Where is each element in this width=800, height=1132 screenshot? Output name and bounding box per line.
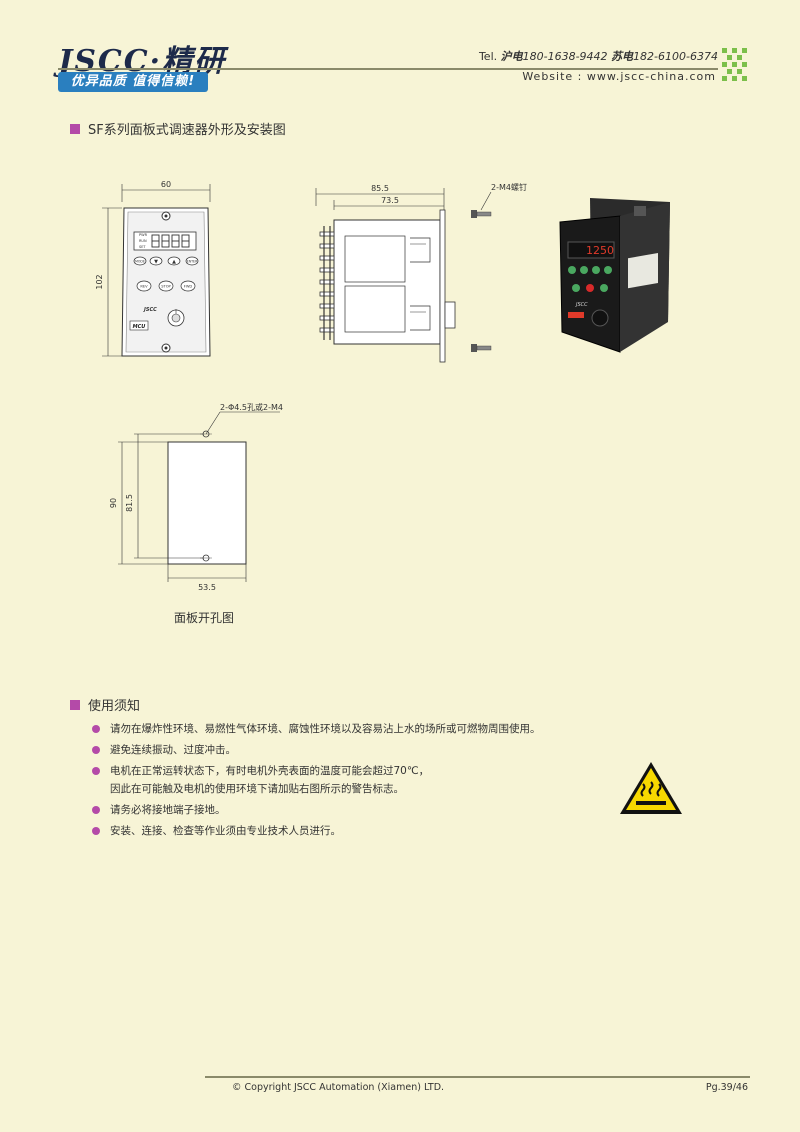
screw-drawing: 2-M4螺钉 (471, 182, 527, 352)
list-item: 避免连续振动、过度冲击。 (92, 741, 652, 759)
front-view-drawing: 60 102 PWR RUN SET MODE ▼ ▲ ENTER REV ST… (95, 180, 211, 357)
down-button-label: ▼ (154, 259, 158, 265)
bullet-icon (92, 725, 100, 733)
photo-display: 1250 (586, 244, 614, 257)
bullet-icon (92, 806, 100, 814)
list-item: 电机在正常运转状态下，有时电机外壳表面的温度可能会超过70℃， (92, 762, 652, 780)
front-brand: JSCC (143, 307, 157, 313)
fwd-button-label: FWD (184, 285, 193, 289)
side-outer-dim: 85.5 (371, 184, 389, 193)
up-button-label: ▲ (172, 259, 176, 265)
copyright: © Copyright JSCC Automation (Xiamen) LTD… (232, 1082, 445, 1093)
cutout-width-dim: 53.5 (198, 583, 216, 592)
section-outline-title: SF系列面板式调速器外形及安装图 (88, 123, 286, 138)
section-notes-title: 使用须知 (88, 699, 141, 714)
bullet-icon (92, 746, 100, 754)
tel-sh: 180-1638-9442 (522, 50, 608, 63)
section-square-icon (70, 699, 80, 710)
indicator-pwr: PWR (139, 233, 148, 237)
bullet-icon (92, 767, 100, 775)
section-notes-header: 使用须知 (70, 695, 140, 714)
slogan-banner: 优异品质 值得信赖! (58, 72, 208, 92)
front-height-dim: 102 (95, 274, 104, 289)
website-label: Website : (522, 70, 583, 83)
cutout-inner-height: 81.5 (125, 494, 134, 512)
section-square-icon (70, 123, 80, 134)
side-inner-dim: 73.5 (381, 196, 399, 205)
checker-decoration-icon (722, 48, 747, 81)
cutout-drawing: 2-Φ4.5孔或2-M4 90 81.5 53.5 (109, 402, 283, 592)
product-photo: 1250 JSCC (559, 198, 670, 353)
list-item-continuation: 因此在可能触及电机的使用环境下请加贴右图所示的警告标志。 (110, 783, 404, 795)
website-url[interactable]: www.jscc-china.com (586, 70, 716, 83)
list-item: 请务必将接地端子接地。 (92, 801, 652, 819)
tel-sh-label: 沪电 (500, 50, 523, 63)
indicator-set: SET (139, 245, 146, 249)
side-view-drawing: 85.5 73.5 (315, 184, 456, 363)
enter-button-label: ENTER (187, 260, 198, 264)
stop-button-label: STOP (161, 285, 171, 289)
page-number: Pg.39/46 (705, 1082, 748, 1093)
front-width-dim: 60 (161, 180, 171, 189)
bullet-icon (92, 827, 100, 835)
notes-list: 请勿在爆炸性环境、易燃性气体环境、腐蚀性环境以及容易沾上水的场所或可燃物周围使用… (92, 720, 652, 843)
screw-label: 2-M4螺钉 (491, 182, 527, 192)
tel-label: Tel. (478, 50, 498, 63)
list-item: 安装、连接、检查等作业须由专业技术人员进行。 (92, 822, 652, 840)
rev-button-label: REV (140, 285, 148, 289)
cutout-outer-height: 90 (109, 498, 118, 508)
tel-su-label: 苏电 (611, 50, 634, 63)
cutout-caption: 面板开孔图 (174, 611, 235, 625)
cutout-hole-label: 2-Φ4.5孔或2-M4 (220, 402, 283, 412)
mode-button-label: MODE (135, 260, 145, 264)
hot-surface-warning-icon (620, 762, 682, 814)
mcu-badge: MCU (133, 324, 146, 330)
photo-brand: JSCC (575, 302, 588, 308)
indicator-run: RUN (139, 239, 147, 243)
contact-phones: Tel. 沪电180-1638-9442 苏电182-6100-6374 (479, 48, 718, 64)
tel-su: 182-6100-6374 (633, 50, 718, 63)
website-line: Website : www.jscc-china.com (522, 70, 716, 83)
section-outline-header: SF系列面板式调速器外形及安装图 (70, 119, 286, 138)
header-divider (58, 68, 718, 70)
list-item: 请勿在爆炸性环境、易燃性气体环境、腐蚀性环境以及容易沾上水的场所或可燃物周围使用… (92, 720, 652, 738)
footer-divider (205, 1076, 750, 1078)
